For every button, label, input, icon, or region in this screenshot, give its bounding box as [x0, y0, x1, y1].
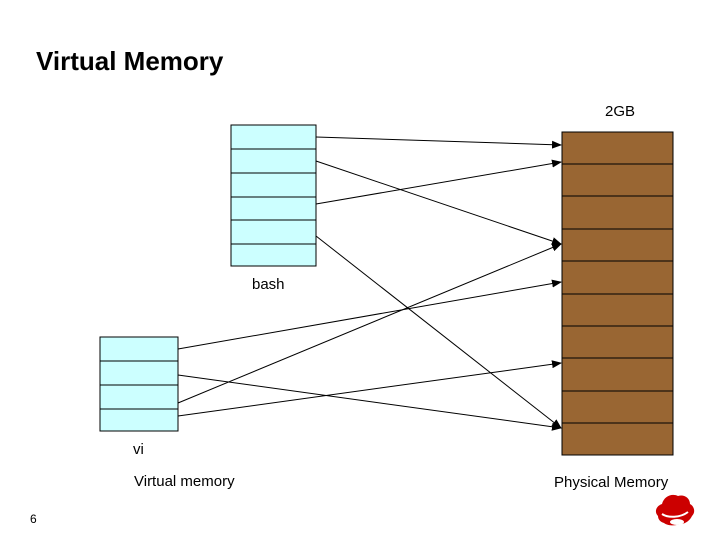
mapping-arrow	[315, 235, 562, 429]
mapping-arrow	[315, 159, 562, 205]
bash-label: bash	[252, 276, 285, 293]
bash-page	[230, 243, 317, 267]
physical-frame	[561, 195, 674, 230]
bash-page	[230, 148, 317, 174]
slide-title: Virtual Memory	[36, 46, 224, 76]
vi-page	[99, 336, 179, 362]
physical-top-label: 2GB	[605, 103, 636, 120]
bash-page	[230, 219, 317, 245]
virtual-memory-label: Virtual memory	[134, 473, 235, 490]
bash-mapping-arrows	[315, 136, 562, 429]
physical-frame	[561, 293, 674, 327]
physical-frame	[561, 325, 674, 359]
vi-label: vi	[133, 441, 144, 458]
physical-memory-frames	[561, 131, 674, 456]
mapping-arrow	[177, 374, 562, 431]
page-number: 6	[30, 512, 37, 526]
vi-page	[99, 360, 179, 386]
vi-page	[99, 408, 179, 432]
mapping-arrow	[177, 243, 562, 404]
vi-mapping-arrows	[177, 243, 562, 431]
physical-frame	[561, 390, 674, 424]
bash-page	[230, 124, 317, 150]
mapping-arrow	[315, 160, 562, 245]
bash-page	[230, 196, 317, 221]
physical-frame	[561, 131, 674, 165]
physical-frame	[561, 357, 674, 392]
vi-page-table	[99, 336, 179, 432]
bash-page-table	[230, 124, 317, 267]
physical-frame	[561, 163, 674, 197]
physical-memory-label: Physical Memory	[554, 474, 669, 491]
mapping-arrow	[177, 360, 562, 417]
physical-frame	[561, 422, 674, 456]
vi-page	[99, 384, 179, 410]
physical-frame	[561, 228, 674, 262]
physical-frame	[561, 260, 674, 295]
red-hat-logo-icon	[655, 494, 695, 526]
bash-page	[230, 172, 317, 198]
mapping-arrow	[315, 136, 562, 149]
mapping-arrow	[177, 279, 562, 350]
